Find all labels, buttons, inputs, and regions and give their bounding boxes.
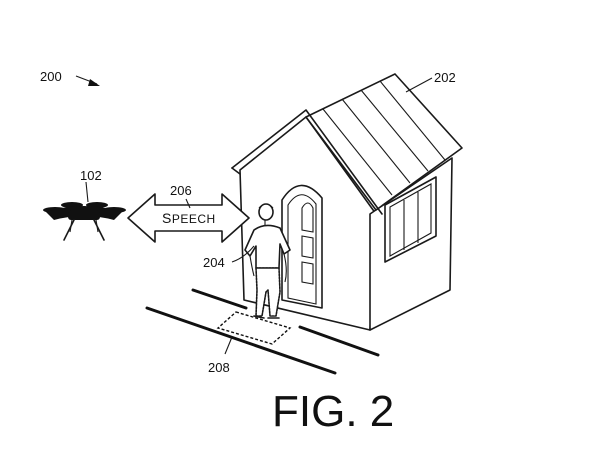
leader-202 [405,77,433,93]
road [145,288,380,375]
leader-102 [85,181,89,203]
leader-208 [224,336,233,355]
leader-206 [185,198,191,209]
location-region-208 [216,311,292,345]
ref-label-206: 206 [170,183,192,198]
speech-double-arrow [127,193,250,243]
drone-icon [43,202,126,241]
house-202 [231,73,463,331]
ref-label-208: 208 [208,360,230,375]
road-far-edge-left [191,288,248,310]
house-window [384,176,437,263]
house-door [281,184,323,309]
figure-title: FIG. 2 [272,387,394,436]
speech-label: SPEECH [162,210,216,226]
ref-label-202: 202 [434,70,456,85]
house-roof [305,73,463,211]
road-far-edge-right [298,325,380,357]
leader-204 [231,245,255,263]
ref-label-204: 204 [203,255,225,270]
person-204 [244,203,291,319]
ref-label-102: 102 [80,168,102,183]
arrow-200-icon [75,75,100,86]
ref-label-200: 200 [40,69,62,84]
road-near-edge [145,306,337,375]
